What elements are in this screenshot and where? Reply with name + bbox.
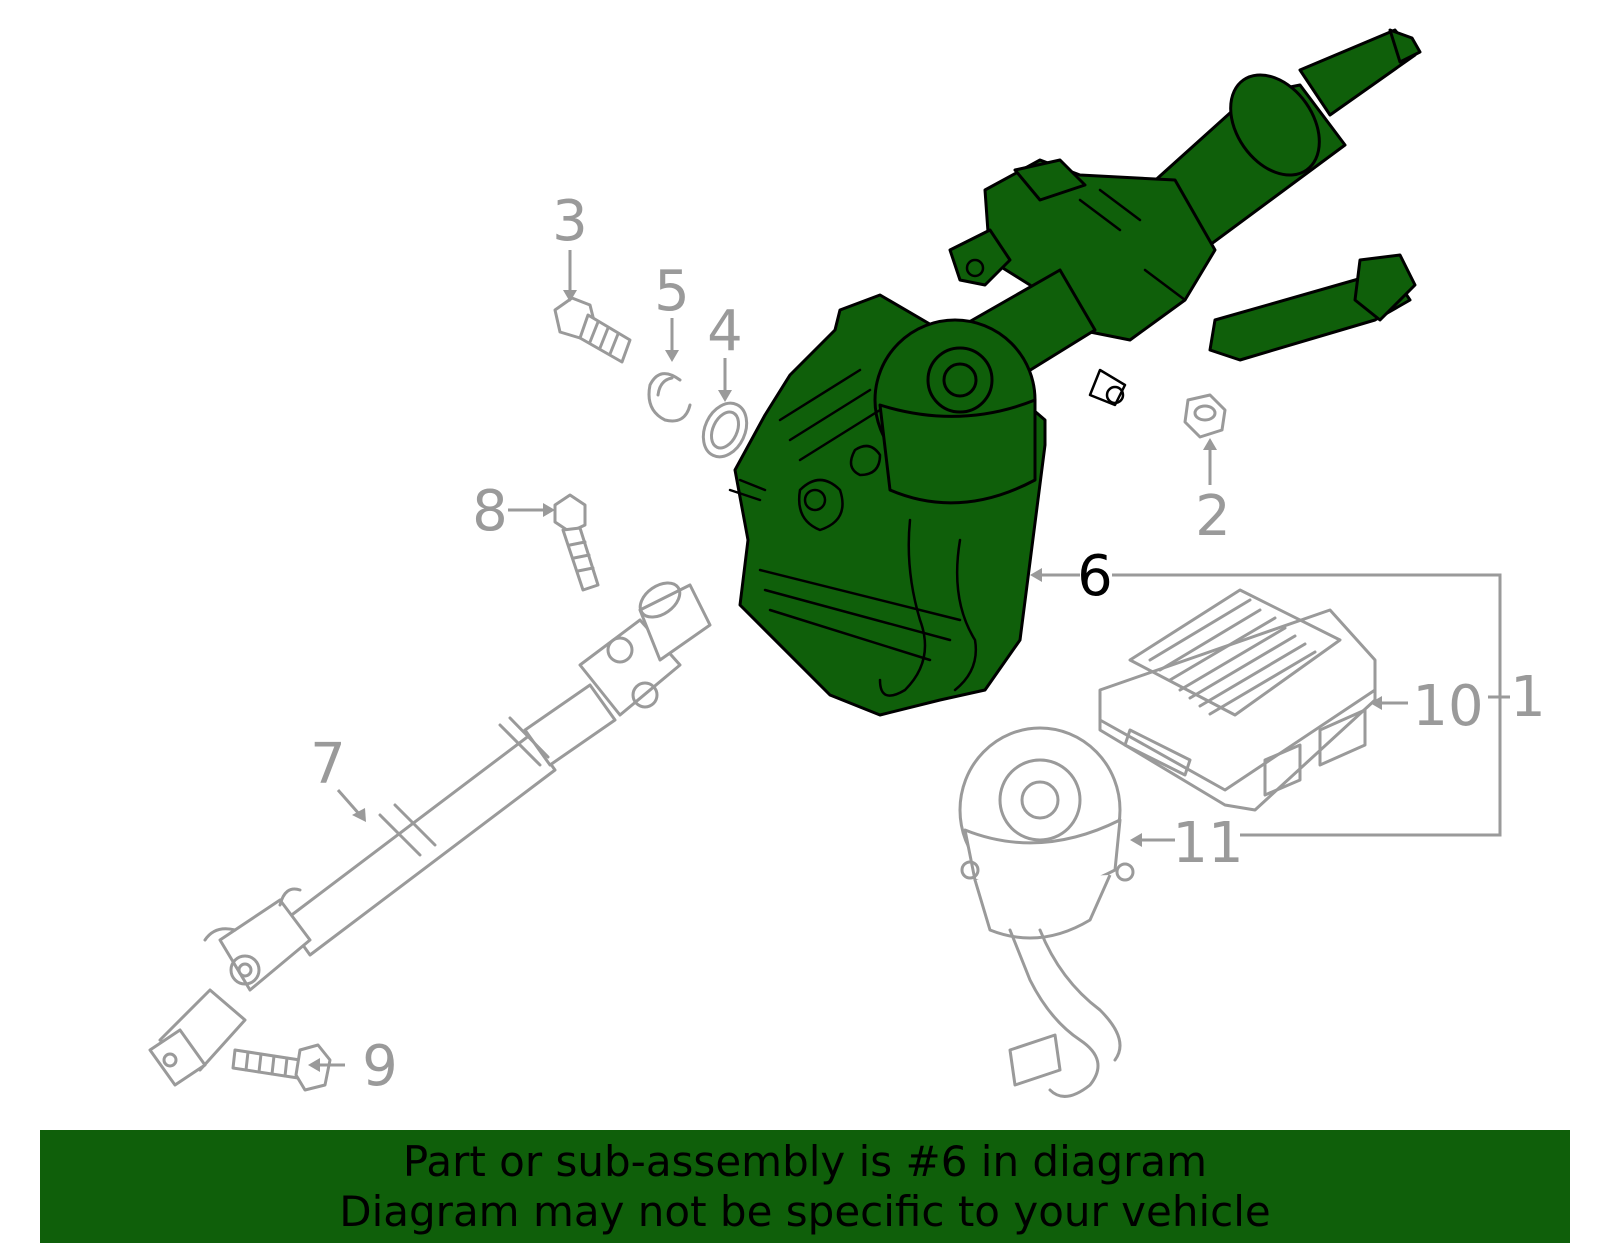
control-module[interactable] <box>1098 588 1377 812</box>
callout-6[interactable]: 6 <box>1077 544 1113 609</box>
bolt-8[interactable] <box>553 493 600 592</box>
clip-5[interactable] <box>647 372 692 423</box>
callout-10[interactable]: 10 <box>1412 674 1483 739</box>
callout-9[interactable]: 9 <box>362 1034 398 1099</box>
banner-line-part-number: Part or sub-assembly is #6 in diagram <box>402 1136 1208 1186</box>
banner-line-disclaimer: Diagram may not be specific to your vehi… <box>339 1186 1271 1236</box>
callout-5[interactable]: 5 <box>654 259 690 324</box>
callout-3[interactable]: 3 <box>552 189 588 254</box>
leader-lines <box>308 250 1510 1072</box>
assist-motor[interactable] <box>958 726 1135 1098</box>
callout-labels: 3 5 4 2 8 6 1 10 11 7 9 <box>310 189 1546 1099</box>
callout-4[interactable]: 4 <box>707 299 743 364</box>
intermediate-shaft[interactable] <box>148 576 712 1087</box>
bolt-3[interactable] <box>553 296 632 364</box>
callout-2[interactable]: 2 <box>1195 484 1231 549</box>
nut-2[interactable] <box>1183 393 1227 439</box>
callout-8[interactable]: 8 <box>472 479 508 544</box>
bolt-9[interactable] <box>231 1043 332 1092</box>
info-banner: Part or sub-assembly is #6 in diagram Di… <box>40 1130 1570 1243</box>
callout-11[interactable]: 11 <box>1172 811 1243 876</box>
parts-diagram: 3 5 4 2 8 6 1 10 11 7 9 <box>148 28 1546 1099</box>
washer-4[interactable] <box>695 396 755 464</box>
callout-7[interactable]: 7 <box>310 732 346 797</box>
steering-column-assembly[interactable] <box>728 28 1422 717</box>
callout-1[interactable]: 1 <box>1510 665 1546 730</box>
